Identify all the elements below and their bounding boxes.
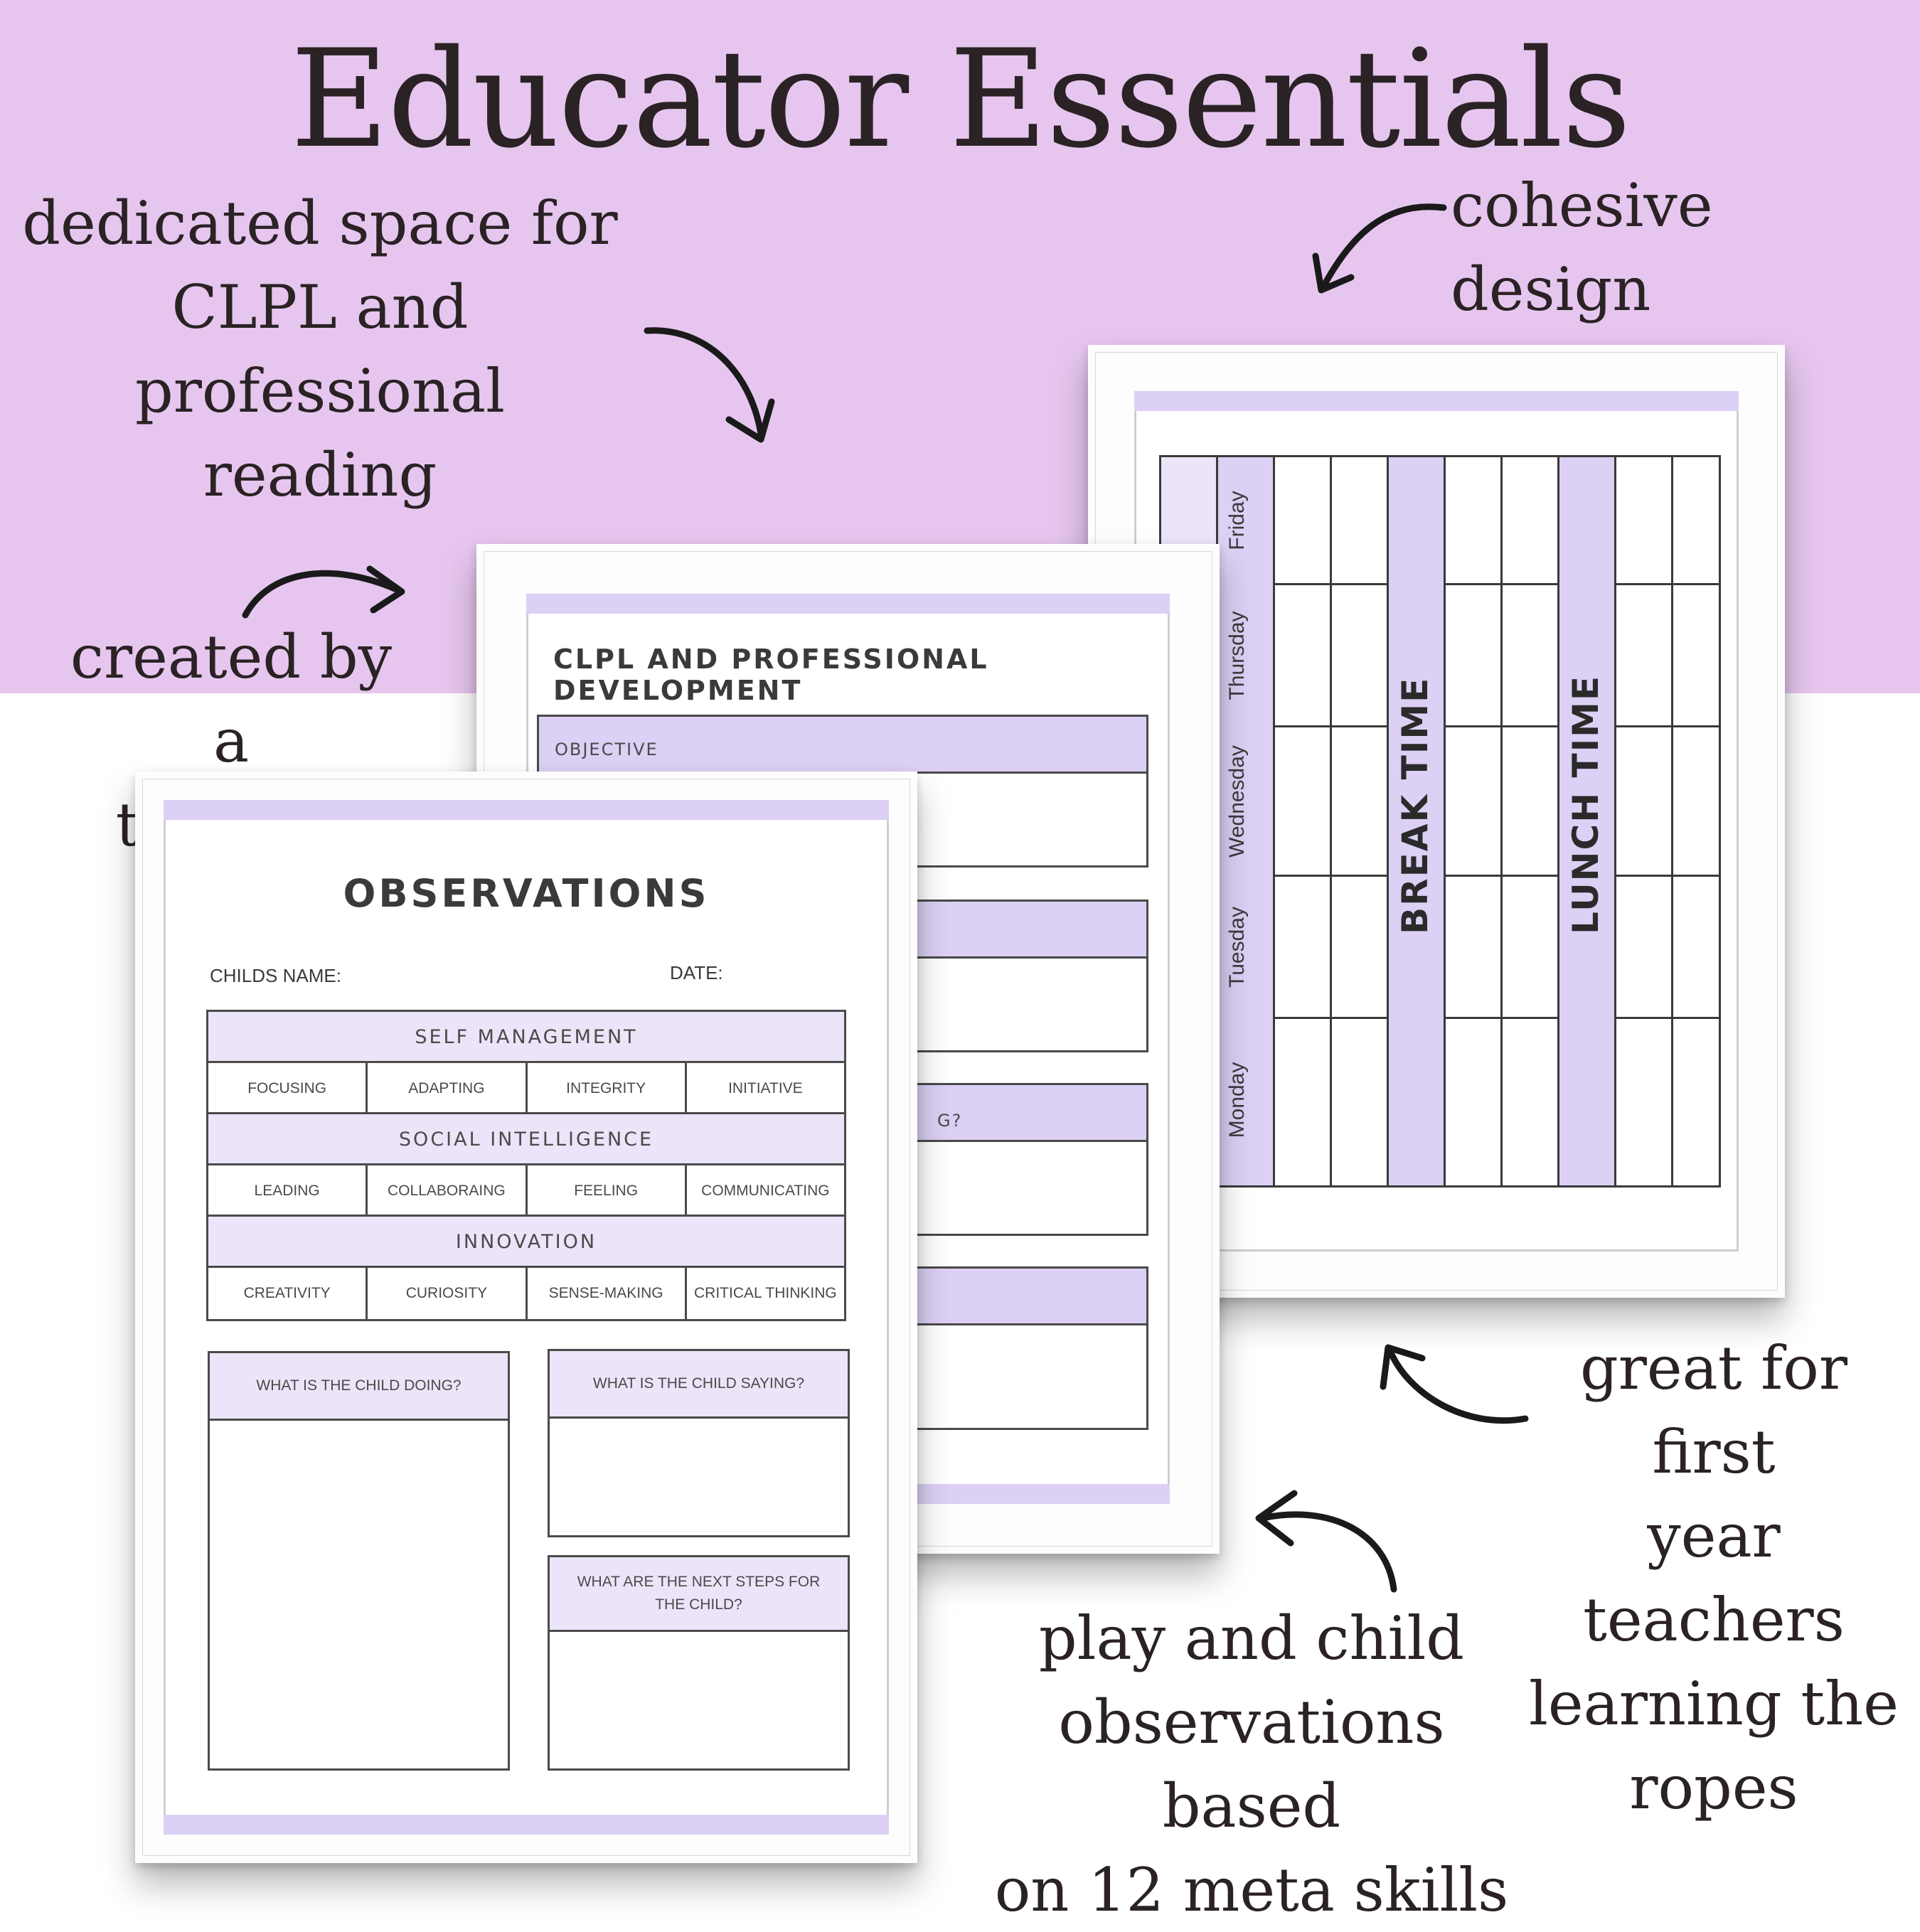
day-label-friday: Friday [1225, 491, 1249, 550]
next-steps-header: WHAT ARE THE NEXT STEPS FOR THE CHILD? [550, 1557, 848, 1632]
grid-col-line [1273, 455, 1275, 1185]
grid-row-line [1273, 583, 1387, 585]
timetable-grid: Friday Thursday Wednesday Tuesday Monday… [1159, 455, 1721, 1188]
skill-group-header: SELF MANAGEMENT [208, 1012, 844, 1063]
skill-cell: LEADING [208, 1165, 368, 1215]
grid-row-line [1444, 1017, 1557, 1019]
caption-clpl-line-2: CLPL and professional [135, 272, 505, 426]
caption-observations-line-3: on 12 meta skills [994, 1855, 1509, 1925]
child-saying-header: WHAT IS THE CHILD SAYING? [550, 1351, 848, 1419]
page-bottom-stripe [164, 1815, 889, 1835]
skill-cell: INITIATIVE [728, 1080, 803, 1096]
grid-row-line [1444, 583, 1557, 585]
page-top-stripe [164, 800, 889, 820]
timetable-page: Friday Thursday Wednesday Tuesday Monday… [1134, 391, 1739, 1251]
skill-cell: FEELING [528, 1165, 687, 1215]
skill-cell: CURIOSITY [368, 1268, 528, 1319]
day-label-thursday: Thursday [1225, 611, 1249, 700]
grid-col-line [1671, 455, 1673, 1185]
caption-cohesive: cohesive design [1451, 171, 1713, 324]
day-label-wednesday: Wednesday [1225, 745, 1249, 858]
grid-col-line [1444, 455, 1446, 1185]
grid-row-line [1159, 455, 1719, 457]
grid-col-line [1500, 455, 1503, 1185]
skill-group-header: INNOVATION [208, 1217, 844, 1268]
day-column [1216, 455, 1273, 1185]
caption-clpl: dedicated space for CLPL and professiona… [14, 181, 626, 517]
caption-teacher-line-1: created by a [70, 622, 393, 776]
grid-row-line [1614, 1017, 1721, 1019]
child-doing-header: WHAT IS THE CHILD DOING? [210, 1353, 508, 1421]
skill-cell: CREATIVITY [208, 1268, 368, 1319]
observations-page: OBSERVATIONS CHILDS NAME: DATE: SELF MAN… [164, 800, 889, 1835]
skill-cell: CRITICAL THINKING [694, 1285, 837, 1301]
grid-col-line [1387, 455, 1389, 1185]
child-saying-box: WHAT IS THE CHILD SAYING? [548, 1349, 850, 1537]
page-top-stripe [1134, 391, 1739, 411]
break-time-label: BREAK TIME [1394, 676, 1436, 934]
observations-title: OBSERVATIONS [343, 871, 710, 916]
caption-first-year-line-1: great for first [1580, 1333, 1847, 1487]
grid-row-line [1614, 875, 1721, 877]
day-label-tuesday: Tuesday [1225, 907, 1249, 988]
lunch-column [1557, 455, 1614, 1185]
grid-row-line [1273, 1017, 1387, 1019]
childs-name-label: CHILDS NAME: [210, 965, 341, 986]
clpl-section-header-text: G? [937, 1111, 963, 1131]
caption-clpl-line-3: reading [203, 440, 437, 510]
meta-skills-table: SELF MANAGEMENT FOCUSING ADAPTING INTEGR… [206, 1010, 846, 1321]
caption-first-year: great for first year teachers learning t… [1522, 1326, 1906, 1830]
lunch-time-label: LUNCH TIME [1565, 674, 1606, 934]
child-doing-box: WHAT IS THE CHILD DOING? [208, 1351, 510, 1771]
page-title: Educator Essentials [290, 21, 1631, 178]
grid-row-line [1444, 875, 1557, 877]
frame-observations: OBSERVATIONS CHILDS NAME: DATE: SELF MAN… [135, 772, 917, 1863]
day-label-monday: Monday [1225, 1062, 1249, 1138]
grid-row-line [1273, 725, 1387, 727]
grid-col-line [1614, 455, 1616, 1185]
clpl-section-objective: OBJECTIVE [537, 715, 1148, 868]
caption-clpl-line-1: dedicated space for [22, 188, 618, 258]
caption-observations-line-1: play and child [1038, 1603, 1465, 1673]
break-column [1387, 455, 1444, 1185]
caption-observations-line-2: observations based [1058, 1687, 1445, 1841]
date-label: DATE: [670, 962, 723, 983]
caption-observations: play and child observations based on 12 … [981, 1596, 1522, 1932]
skill-row: CREATIVITY CURIOSITY SENSE-MAKING CRITIC… [208, 1268, 844, 1319]
skill-cell: SENSE-MAKING [528, 1268, 687, 1319]
next-steps-box: WHAT ARE THE NEXT STEPS FOR THE CHILD? [548, 1555, 850, 1771]
skill-cell: COMMUNICATING [701, 1183, 830, 1199]
skill-group-header: SOCIAL INTELLIGENCE [208, 1114, 844, 1165]
grid-row-line [1444, 725, 1557, 727]
skill-row: FOCUSING ADAPTING INTEGRITY INITIATIVE [208, 1063, 844, 1114]
page-top-stripe [526, 594, 1170, 614]
skill-cell: FOCUSING [208, 1063, 368, 1112]
caption-first-year-line-2: year teachers [1583, 1501, 1845, 1655]
skill-cell: ADAPTING [368, 1063, 528, 1112]
clpl-title: CLPL AND PROFESSIONAL DEVELOPMENT [553, 644, 989, 706]
grid-col-line [1557, 455, 1559, 1185]
caption-first-year-line-3: learning the [1529, 1669, 1899, 1739]
grid-row-line [1614, 583, 1721, 585]
caption-first-year-line-4: ropes [1629, 1753, 1798, 1822]
skill-cell: INTEGRITY [528, 1063, 687, 1112]
skill-cell: COLLABORAING [368, 1165, 528, 1215]
skill-row: LEADING COLLABORAING FEELING COMMUNICATI… [208, 1165, 844, 1217]
grid-row-line [1273, 875, 1387, 877]
grid-row-line [1614, 725, 1721, 727]
clpl-section-header: OBJECTIVE [539, 717, 1146, 774]
grid-col-line [1330, 455, 1332, 1185]
